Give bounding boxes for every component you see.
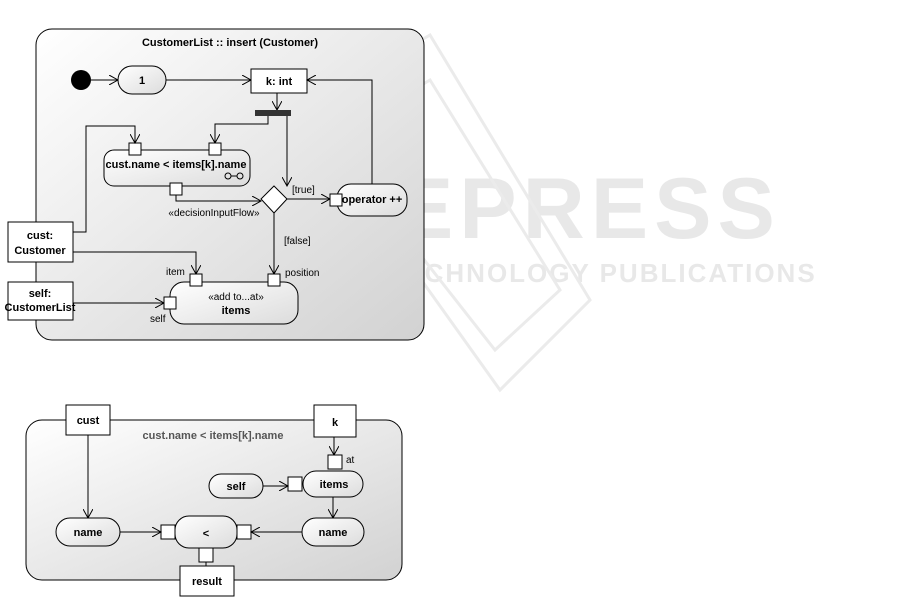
- operator-pin[interactable]: [329, 193, 343, 207]
- param-cust-line1: cust:: [27, 230, 53, 242]
- pin-position-label: position: [285, 268, 319, 279]
- result-label: result: [192, 576, 222, 588]
- activity1-title: CustomerList :: insert (Customer): [142, 37, 318, 49]
- param-cust-2[interactable]: [65, 404, 111, 436]
- less-pin-out[interactable]: [198, 547, 214, 563]
- initial-node[interactable]: [71, 70, 91, 90]
- compare-action-label: cust.name < items[k].name: [106, 159, 247, 171]
- param-self[interactable]: [7, 281, 74, 321]
- items-pin-at[interactable]: [327, 454, 343, 470]
- pin-at-label: at: [346, 455, 355, 466]
- name-left-label: name: [74, 527, 103, 539]
- guard-true-label: [true]: [292, 185, 315, 196]
- compare-pin-cust[interactable]: [128, 142, 142, 156]
- activity2-title: cust.name < items[k].name: [143, 430, 284, 442]
- less-pin-right[interactable]: [236, 524, 252, 540]
- less-than-label: <: [203, 528, 209, 540]
- add-pin-item[interactable]: [189, 273, 203, 287]
- add-pin-position[interactable]: [267, 273, 281, 287]
- pin-self-label: self: [150, 314, 166, 325]
- name-right-label: name: [319, 527, 348, 539]
- param-k[interactable]: [313, 404, 357, 438]
- less-pin-left[interactable]: [160, 524, 176, 540]
- param-self-line2: CustomerList: [5, 302, 76, 314]
- compare-pin-items[interactable]: [208, 142, 222, 156]
- add-to-at-line2: items: [222, 305, 251, 317]
- self-action-label: self: [227, 481, 246, 493]
- activity2-frame: [25, 419, 403, 581]
- fork-bar[interactable]: [255, 110, 291, 116]
- param-cust[interactable]: [7, 221, 74, 263]
- rake-icon: [224, 172, 244, 180]
- pin-item-label: item: [166, 267, 185, 278]
- result-param[interactable]: [179, 565, 235, 597]
- items-action-label: items: [320, 479, 349, 491]
- add-to-at-line1: «add to...at»: [208, 292, 264, 303]
- guard-false-label: [false]: [284, 236, 311, 247]
- operator-action-label: operator ++: [342, 194, 403, 206]
- value-action-label: 1: [139, 75, 145, 87]
- param-cust-line2: Customer: [14, 245, 66, 257]
- param-k-label: k: [332, 417, 339, 429]
- param-cust-2-label: cust: [77, 415, 100, 427]
- variable-k-label: k: int: [266, 76, 293, 88]
- add-to-at-action[interactable]: [169, 281, 299, 325]
- items-pin-self[interactable]: [287, 476, 303, 492]
- compare-pin-result[interactable]: [169, 182, 183, 196]
- add-pin-self[interactable]: [163, 296, 177, 310]
- decision-input-flow-label: «decisionInputFlow»: [168, 208, 260, 219]
- variable-k-node[interactable]: [250, 68, 308, 94]
- param-self-line1: self:: [29, 288, 52, 300]
